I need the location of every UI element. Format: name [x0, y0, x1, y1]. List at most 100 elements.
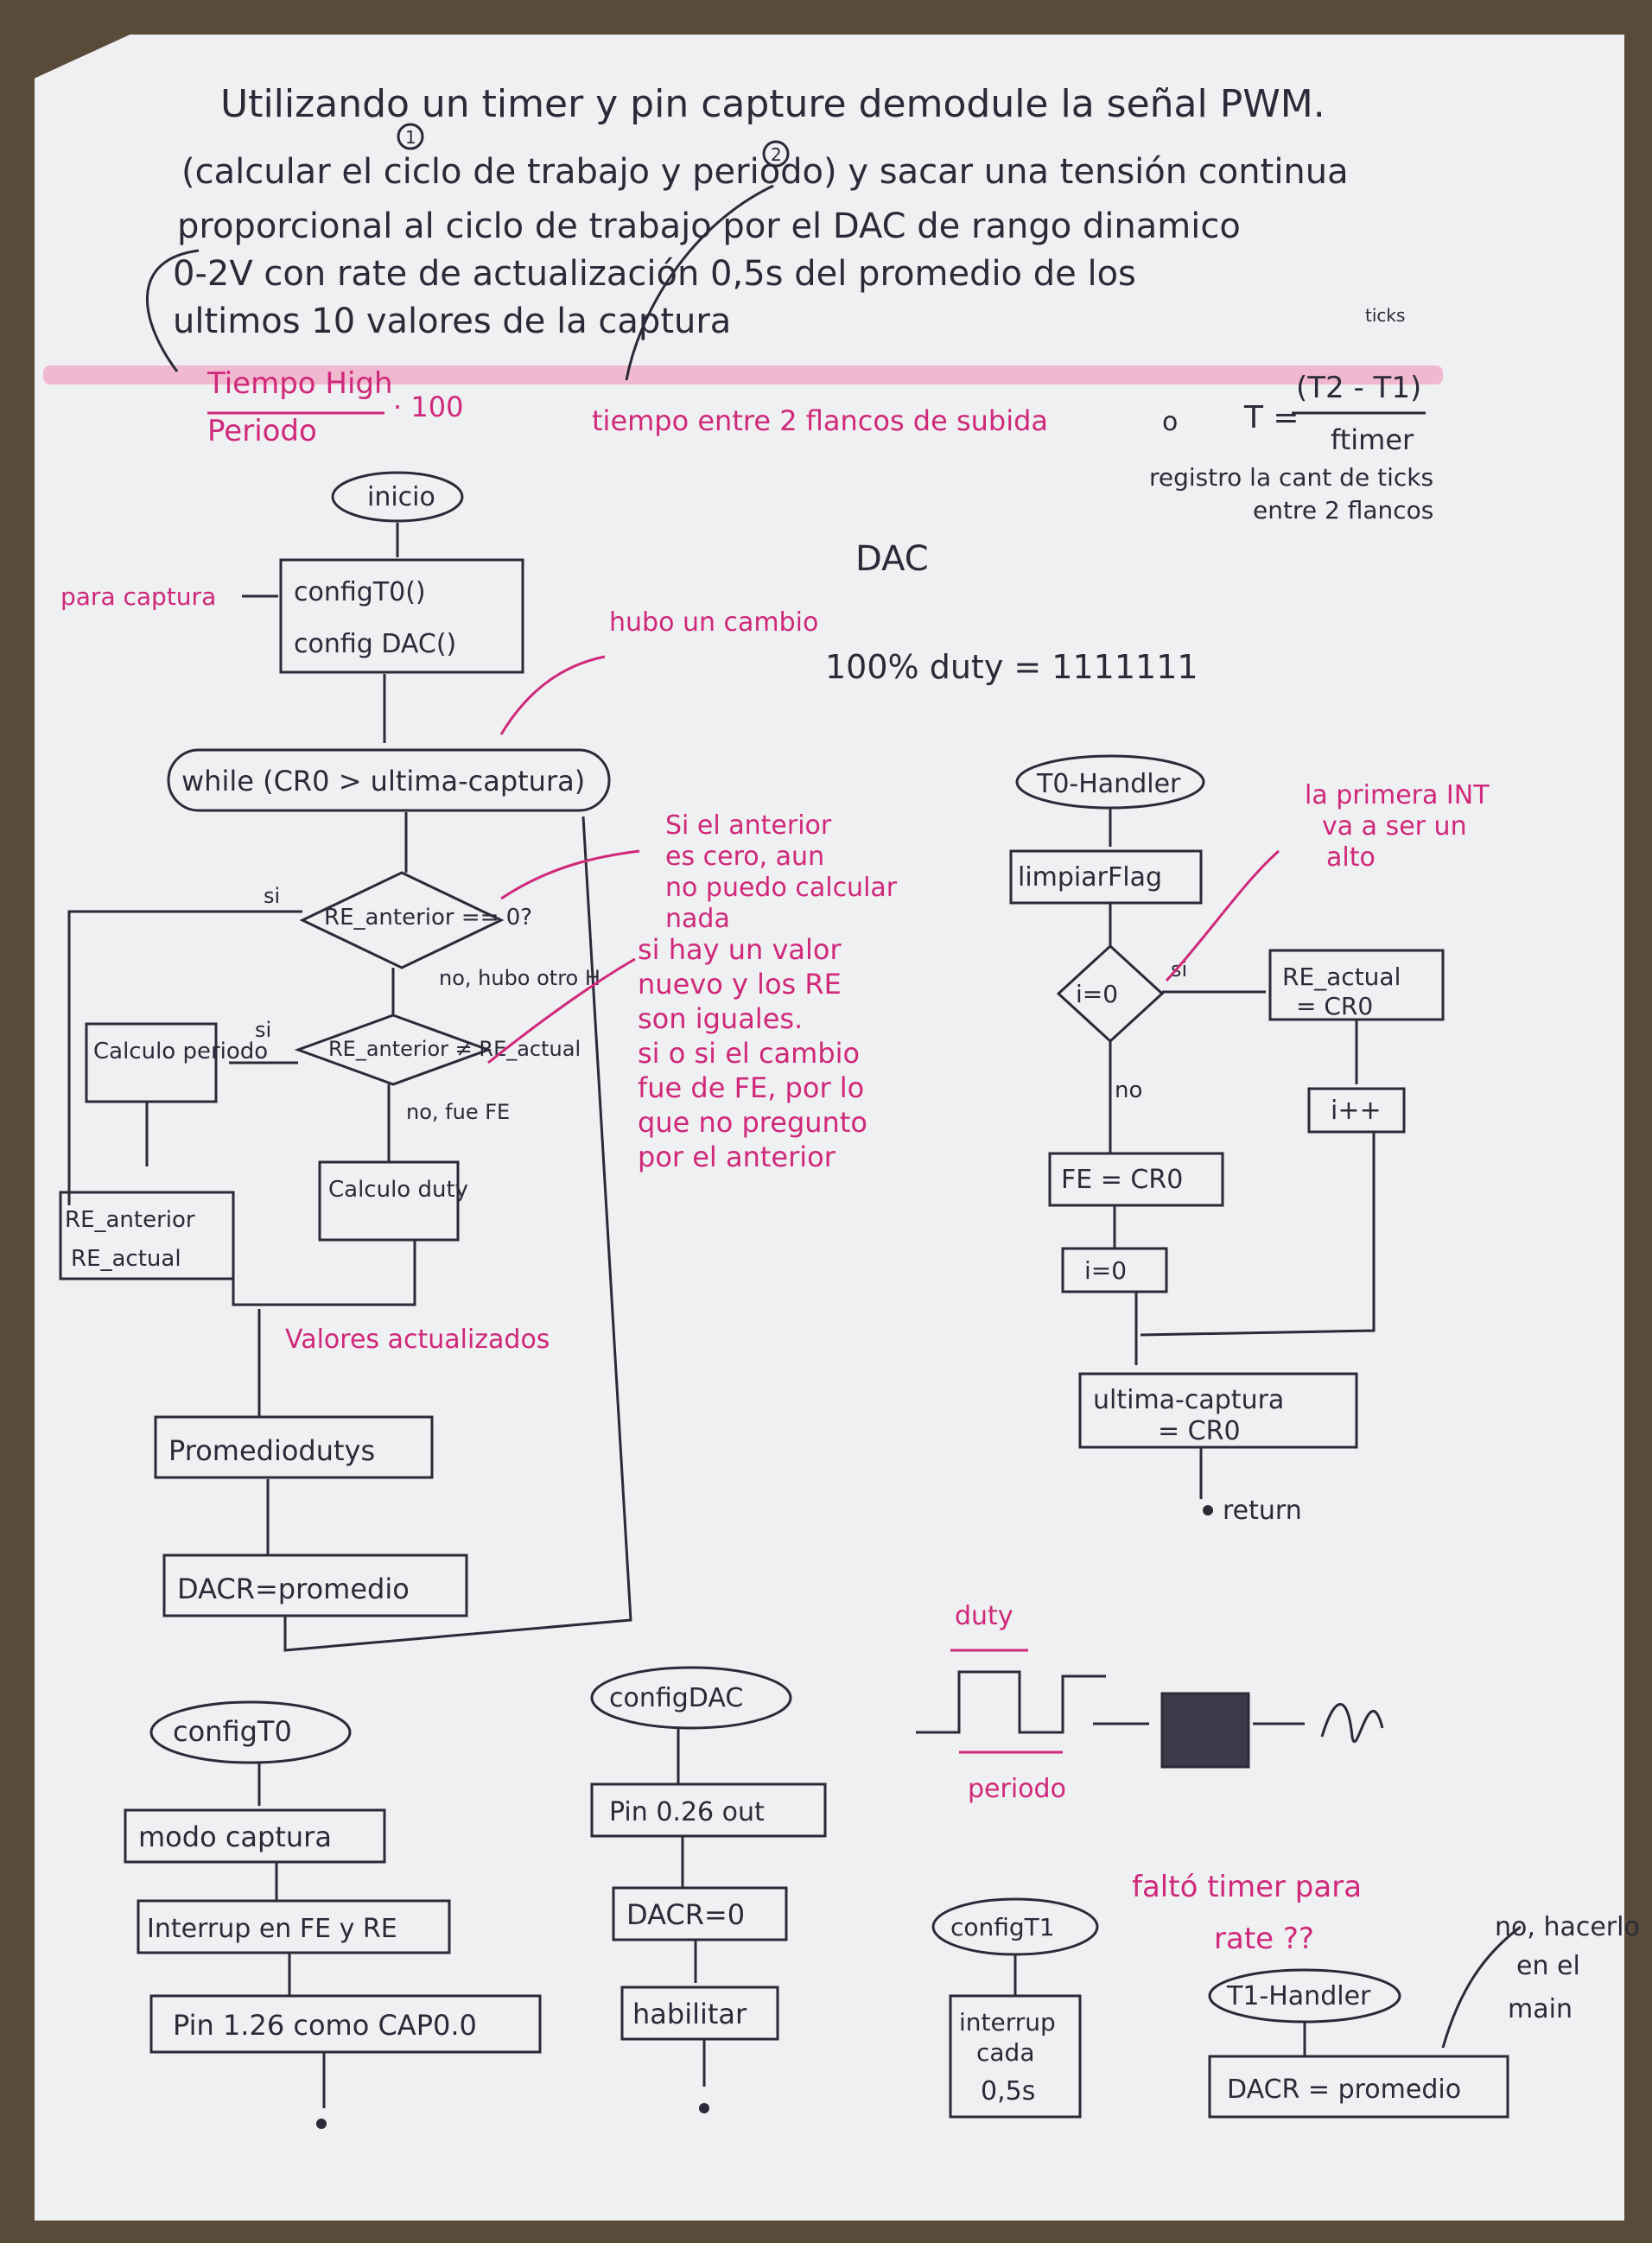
main-note3: main — [1508, 1994, 1573, 2024]
configDAC-s2-box — [612, 1886, 788, 1941]
start-label: inicio — [367, 482, 435, 512]
decision-re-changed — [294, 1013, 492, 1086]
ultima-label: ultima-captura= CR0 — [1093, 1385, 1284, 1446]
re-update-box — [59, 1191, 235, 1280]
configDAC-end-dot — [699, 2103, 709, 2113]
d1-no: no, hubo otro H — [439, 966, 600, 990]
while-node — [167, 748, 611, 812]
inc-box — [1307, 1087, 1406, 1134]
period-eq: T = — [1243, 400, 1299, 435]
fe-label: FE = CR0 — [1061, 1165, 1183, 1195]
t1handler-title: T1-Handler — [1226, 1981, 1371, 2011]
while-label: while (CR0 > ultima-captura) — [181, 765, 585, 797]
arrow-note1 — [500, 849, 640, 900]
promedio-label: Promediodutys — [168, 1434, 375, 1467]
config-note: para captura — [60, 582, 216, 611]
sketch-dac: DAC — [855, 539, 929, 579]
inc-label: i++ — [1331, 1096, 1382, 1126]
configT0-node — [149, 1700, 352, 1764]
return-label: return — [1223, 1496, 1302, 1526]
duty-multiplier: · 100 — [393, 391, 463, 423]
configDAC-s1: Pin 0.26 out — [609, 1797, 765, 1827]
re-actual-label: RE_actual= CR0 — [1282, 963, 1401, 1020]
calc-duty-label: Calculo duty — [328, 1177, 468, 1203]
configT1-title: configT1 — [950, 1913, 1055, 1941]
highlight-bar — [43, 365, 1443, 384]
t1handler-s1-box — [1208, 2055, 1509, 2119]
configT0-end-dot — [316, 2119, 327, 2129]
pwm-waveform — [916, 1670, 1106, 1734]
arrow-inc-merge — [1140, 1132, 1376, 1337]
return-dot — [1203, 1505, 1213, 1515]
re-update1: RE_anterior — [65, 1207, 195, 1233]
start-node — [331, 471, 464, 523]
d1-label: RE_anterior == 0? — [324, 905, 532, 931]
arrow-cambio — [499, 655, 606, 735]
ticks-label: ticks — [1365, 305, 1405, 326]
arrow-handler-note — [1165, 849, 1280, 982]
dacr-box — [162, 1554, 468, 1617]
falto-note2: rate ?? — [1214, 1922, 1314, 1956]
promedio-box — [154, 1415, 434, 1479]
problem-line3: proporcional al ciclo de trabajo por el … — [177, 207, 1241, 246]
d2-si: si — [255, 1018, 271, 1042]
arrow-duty — [146, 249, 200, 372]
paper-sheet — [35, 35, 1624, 2221]
calc-periodo-box — [85, 1022, 218, 1103]
falto-note1: faltó timer para — [1132, 1870, 1362, 1904]
mark2-circle — [762, 140, 790, 168]
limpiar-box — [1009, 849, 1203, 905]
re-update2: RE_actual — [71, 1246, 181, 1272]
d2-label: RE_anterior ≠ RE_actual — [328, 1037, 581, 1061]
configDAC-s1-box — [590, 1782, 827, 1838]
reset-box — [1061, 1247, 1168, 1293]
t1handler-s1: DACR = promedio — [1227, 2075, 1461, 2105]
ultima-box — [1078, 1372, 1358, 1449]
main-note1: no, hacerlo — [1495, 1912, 1640, 1942]
problem-line1: Utilizando un timer y pin capture demodu… — [220, 82, 1325, 126]
loop-back-line — [283, 816, 632, 1652]
handler-title: T0-Handler — [1036, 769, 1181, 799]
configT0-s1-box — [124, 1808, 386, 1864]
configDAC-s2: DACR=0 — [626, 1898, 745, 1931]
pwm-duty: duty — [955, 1601, 1013, 1631]
config-box — [279, 558, 524, 674]
sketch-duty-full: 100% duty = 1111111 — [825, 648, 1198, 686]
configT0-s3-box — [149, 1994, 542, 2054]
period-numerator: (T2 - T1) — [1296, 371, 1421, 405]
problem-line4: 0-2V con rate de actualización 0,5s del … — [173, 254, 1136, 294]
configDAC-title: configDAC — [609, 1683, 743, 1713]
configT0-s1: modo captura — [138, 1820, 332, 1853]
ticks-note2: entre 2 flancos — [1253, 496, 1433, 524]
limpiar-label: limpiarFlag — [1018, 862, 1162, 893]
pwm-periodo: periodo — [968, 1774, 1066, 1804]
arrow-d1-si — [67, 910, 302, 1205]
arrow-period — [625, 184, 774, 381]
configT1-s1-box — [949, 1994, 1082, 2119]
main-note2: en el — [1516, 1951, 1580, 1981]
duty-numerator: Tiempo High — [206, 366, 393, 401]
period-denominator: ftimer — [1331, 423, 1414, 456]
configDAC-s3-box — [620, 1986, 779, 2041]
configT0-s2-box — [137, 1899, 451, 1954]
problem-line5: ultimos 10 valores de la captura — [173, 302, 731, 341]
cond-no: no — [1115, 1077, 1142, 1103]
configT1-s1b: cada — [976, 2038, 1034, 2067]
dacr-label: DACR=promedio — [177, 1573, 410, 1605]
configDAC-node — [590, 1666, 792, 1730]
d2-no: no, fue FE — [406, 1100, 510, 1124]
mark1-circle — [397, 123, 424, 150]
decision-re-anterior-zero — [299, 871, 505, 969]
mark1: 1 — [405, 127, 416, 148]
configT1-s1a: interrup — [959, 2008, 1056, 2036]
period-o: o — [1162, 407, 1178, 437]
config1-label: configT0() — [294, 577, 426, 607]
cambio-note: hubo un cambio — [609, 607, 818, 638]
fe-box — [1048, 1152, 1224, 1207]
arrow-note2 — [487, 957, 636, 1064]
configT1-s1c: 0,5s — [981, 2076, 1035, 2106]
cond-label: i=0 — [1076, 980, 1118, 1008]
reset-label: i=0 — [1084, 1256, 1127, 1285]
